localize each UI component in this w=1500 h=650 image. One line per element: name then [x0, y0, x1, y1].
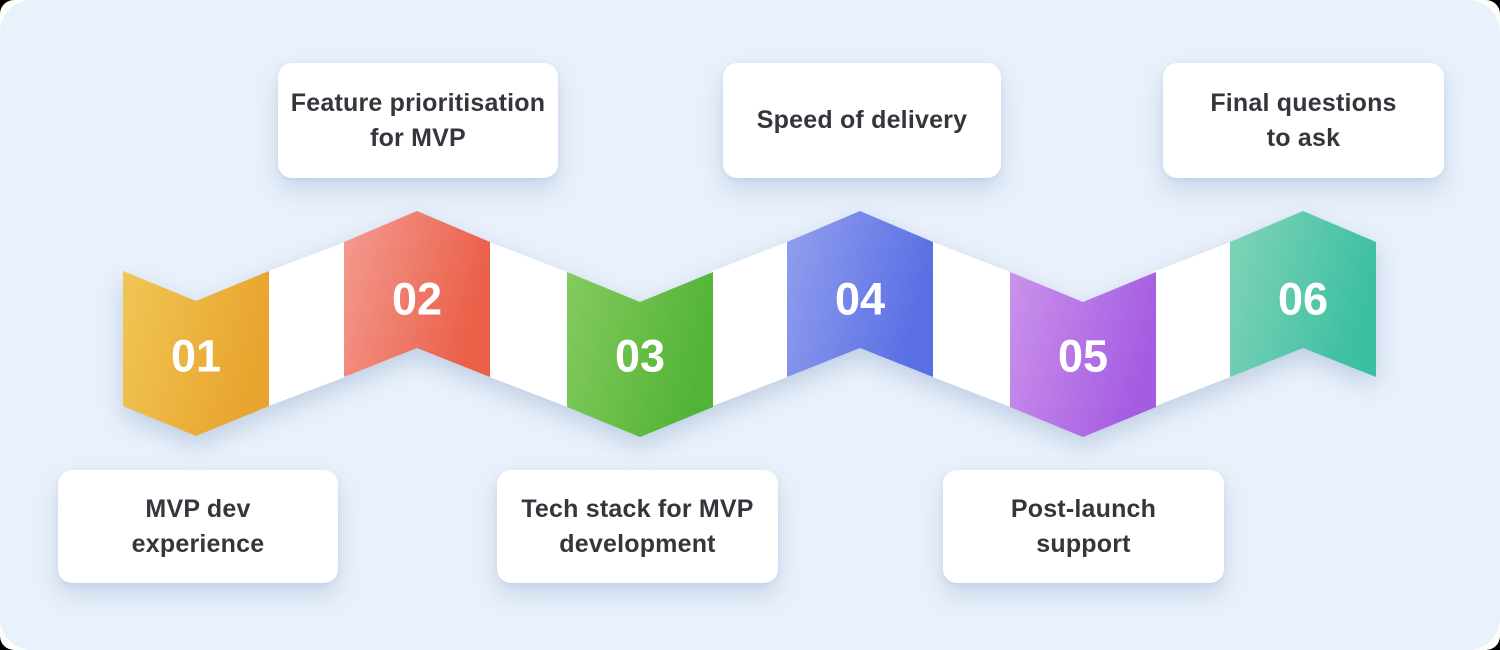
- ribbon-band-4-5: [930, 241, 1013, 408]
- label-line: development: [559, 529, 716, 558]
- label-line: MVP dev: [145, 494, 251, 523]
- chevron-step-02: [344, 211, 490, 377]
- chevron-step-03: [567, 272, 713, 437]
- label-card-step-05: Post-launch support: [943, 470, 1224, 583]
- ribbon-band-3-4: [710, 241, 790, 407]
- label-card-step-04: Speed of delivery: [723, 63, 1001, 178]
- label-line: for MVP: [370, 123, 466, 152]
- label-card-step-02: Feature prioritisation for MVP: [278, 63, 558, 178]
- chevron-step-01: [123, 271, 269, 436]
- step-number-06: 06: [1278, 274, 1328, 325]
- label-line: Tech stack for MVP: [521, 494, 754, 523]
- chevron-step-05: [1010, 272, 1156, 437]
- step-number-03: 03: [615, 331, 665, 382]
- label-card-step-01: MVP dev experience: [58, 470, 338, 583]
- ribbon-band-2-3: [487, 241, 570, 408]
- label-card-step-06: Final questions to ask: [1163, 63, 1444, 178]
- label-line: experience: [131, 529, 265, 558]
- label-line: to ask: [1266, 123, 1341, 152]
- label-line: Post-launch: [1010, 494, 1157, 523]
- label-card-step-03: Tech stack for MVP development: [497, 470, 778, 583]
- label-line: Speed of delivery: [756, 106, 968, 134]
- label-line: support: [1036, 529, 1131, 558]
- ribbon-band-5-6: [1153, 241, 1233, 407]
- step-number-04: 04: [835, 274, 885, 325]
- step-number-02: 02: [392, 274, 442, 325]
- ribbon-band-1-2: [266, 241, 348, 407]
- step-number-01: 01: [171, 331, 221, 382]
- chevron-step-04: [787, 211, 933, 377]
- step-number-05: 05: [1058, 331, 1108, 382]
- chevron-step-06: [1230, 211, 1376, 377]
- label-line: Final questions: [1210, 88, 1397, 117]
- label-line: Feature prioritisation: [290, 88, 546, 117]
